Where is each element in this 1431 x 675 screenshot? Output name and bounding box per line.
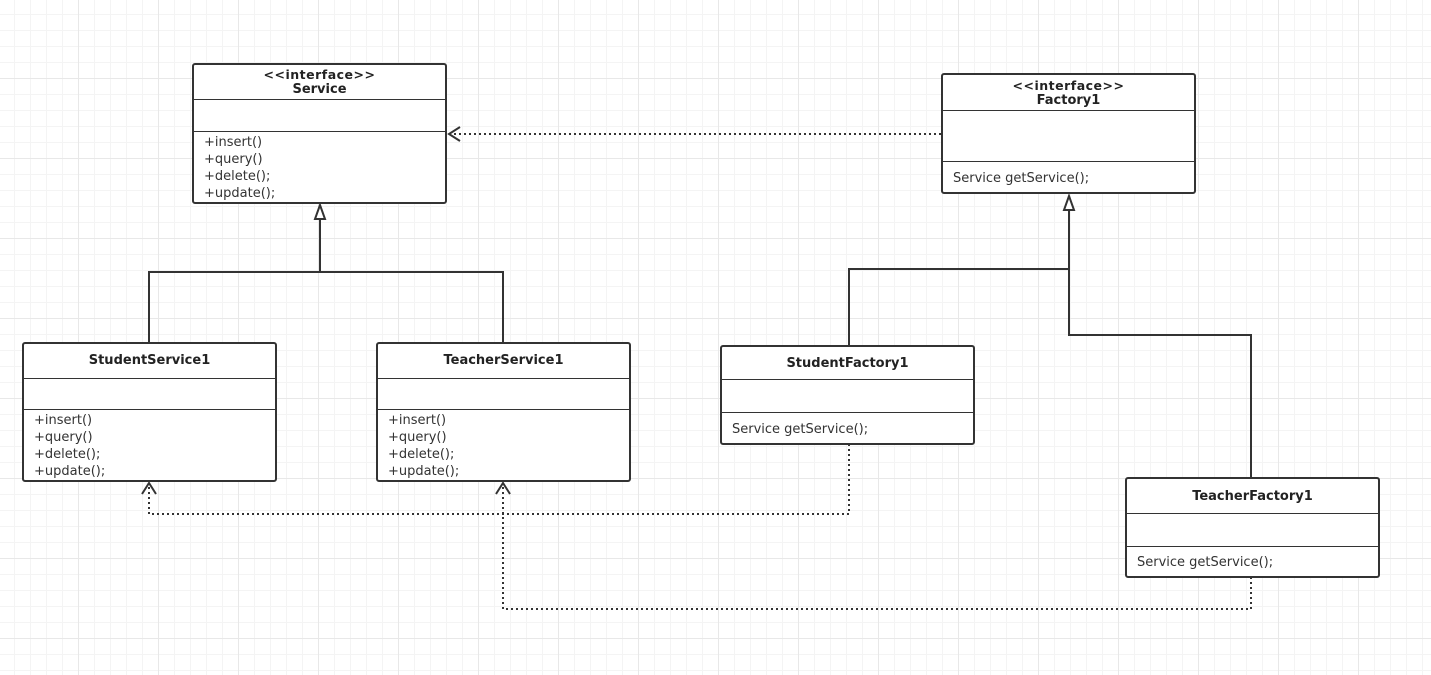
method-item: Service getService(); (732, 421, 869, 437)
method-item: +insert() (388, 413, 447, 428)
method-item: +update(); (34, 464, 106, 479)
method-item: +update(); (204, 186, 276, 201)
class-factory1[interactable]: <<interface>> Factory1 Service getServic… (941, 73, 1196, 194)
attributes-compartment (943, 111, 1194, 162)
method-item: Service getService(); (953, 170, 1090, 186)
method-item: +query() (204, 152, 263, 167)
class-header: StudentFactory1 (722, 347, 973, 380)
teacherservice-dependency-arrowhead (495, 481, 511, 495)
class-service[interactable]: <<interface>> Service +insert() +query()… (192, 63, 447, 204)
method-item: +query() (388, 430, 447, 445)
stereotype-label: <<interface>> (1012, 77, 1125, 93)
methods-compartment: +insert() +query() +delete(); +update(); (24, 410, 275, 480)
attributes-compartment (1127, 514, 1378, 547)
method-item: +delete(); (204, 169, 271, 184)
stereotype-label: <<interface>> (263, 67, 376, 83)
studentfactory-studentservice-dependency-line (148, 444, 850, 515)
class-teacher-factory1[interactable]: TeacherFactory1 Service getService(); (1125, 477, 1380, 578)
method-item: +delete(); (34, 447, 101, 462)
method-item: +update(); (388, 464, 460, 479)
class-name: StudentFactory1 (786, 355, 909, 371)
method-item: Service getService(); (1137, 555, 1274, 570)
methods-compartment: Service getService(); (943, 162, 1194, 192)
class-header: <<interface>> Factory1 (943, 75, 1194, 111)
class-name: TeacherFactory1 (1192, 488, 1313, 504)
attributes-compartment (722, 380, 973, 413)
attributes-compartment (378, 379, 629, 410)
method-item: +insert() (204, 135, 263, 150)
class-name: Service (292, 82, 347, 98)
method-item: +insert() (34, 413, 93, 428)
teacher-factory-realization-line (1068, 210, 1252, 478)
method-item: +delete(); (388, 447, 455, 462)
class-name: TeacherService1 (443, 353, 564, 369)
service-inheritance-arrowhead (313, 202, 327, 220)
teacherfactory-teacherservice-dependency-line (502, 483, 1252, 610)
class-header: TeacherService1 (378, 344, 629, 379)
methods-compartment: Service getService(); (722, 413, 973, 443)
student-factory-realization-line (848, 268, 1069, 346)
class-header: StudentService1 (24, 344, 275, 379)
studentservice-dependency-arrowhead (141, 481, 157, 495)
class-header: <<interface>> Service (194, 65, 445, 101)
teacher-service-realization-line (320, 271, 504, 343)
method-item: +query() (34, 430, 93, 445)
student-service-realization-line (148, 218, 321, 343)
methods-compartment: Service getService(); (1127, 547, 1378, 576)
factory-inheritance-arrowhead (1062, 193, 1076, 211)
class-student-factory1[interactable]: StudentFactory1 Service getService(); (720, 345, 975, 445)
class-header: TeacherFactory1 (1127, 479, 1378, 514)
class-name: Factory1 (1036, 92, 1101, 108)
class-student-service1[interactable]: StudentService1 +insert() +query() +dele… (22, 342, 277, 482)
attributes-compartment (194, 100, 445, 132)
methods-compartment: +insert() +query() +delete(); +update(); (378, 410, 629, 480)
class-name: StudentService1 (88, 353, 211, 369)
class-teacher-service1[interactable]: TeacherService1 +insert() +query() +dele… (376, 342, 631, 482)
methods-compartment: +insert() +query() +delete(); +update(); (194, 132, 445, 202)
attributes-compartment (24, 379, 275, 410)
service-dependency-arrowhead (447, 126, 461, 142)
